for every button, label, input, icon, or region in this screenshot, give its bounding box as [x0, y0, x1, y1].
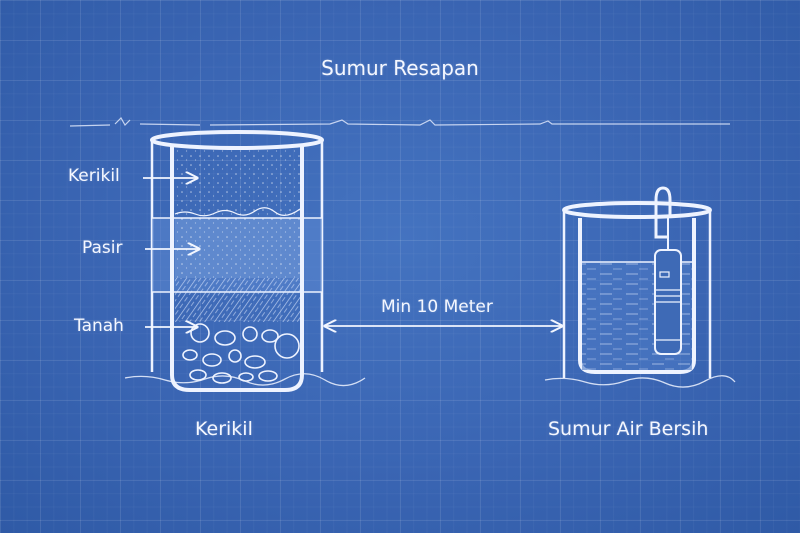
pump-icon — [654, 186, 682, 355]
caption-infiltration-well: Kerikil — [195, 418, 253, 440]
layer-arrows — [143, 178, 199, 327]
clean-water-well — [544, 186, 736, 388]
infiltration-well — [124, 130, 366, 392]
label-kerikil: Kerikil — [68, 166, 120, 186]
caption-clean-water-well: Sumur Air Bersih — [548, 418, 709, 440]
ground-line — [69, 117, 730, 127]
diagram-title: Sumur Resapan — [321, 56, 479, 80]
label-tanah: Tanah — [74, 316, 124, 336]
label-pasir: Pasir — [82, 238, 123, 258]
distance-label: Min 10 Meter — [381, 297, 493, 317]
